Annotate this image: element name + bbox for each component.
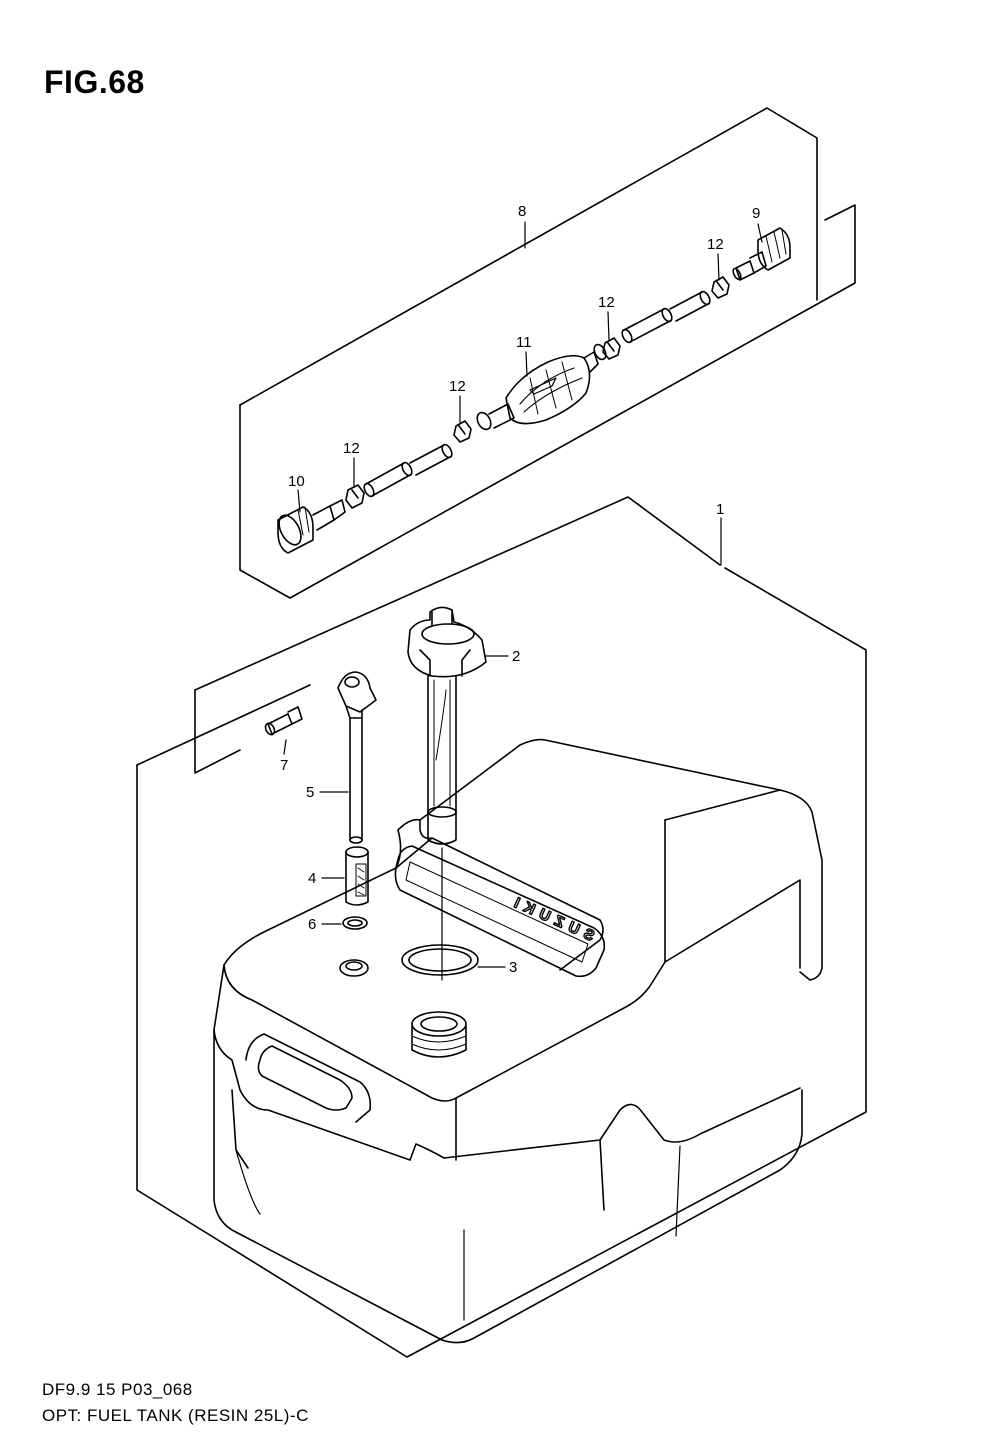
tank-logo-plate	[394, 845, 606, 978]
callout-1: 1	[716, 501, 724, 518]
part-3-gasket	[401, 944, 479, 976]
callout-9: 9	[752, 205, 760, 222]
part-2-fuel-gauge	[407, 606, 487, 981]
callout-12-d: 12	[707, 236, 724, 253]
callout-2: 2	[512, 648, 520, 665]
callout-3: 3	[509, 959, 517, 976]
callout-8: 8	[518, 203, 526, 220]
callout-labels: 8 9 12 12 11 12 12 10 1 2 7 5 4 6 3	[280, 203, 760, 976]
callout-4: 4	[308, 870, 316, 887]
part-12-clamp-3	[602, 337, 621, 360]
hose-segment-lower	[363, 443, 453, 498]
part-4-filter	[345, 846, 369, 906]
tank-logo-text: SUZUKI	[506, 892, 597, 945]
tank-fitting	[339, 959, 369, 977]
part-9-connector	[732, 227, 791, 281]
part-5-pickup-tube	[337, 671, 377, 844]
fuel-line-group-frame	[239, 107, 856, 599]
part-12-clamp-2	[453, 420, 472, 443]
callout-12-a: 12	[343, 440, 360, 457]
part-10-connector	[277, 499, 346, 554]
leader-lines	[283, 221, 763, 968]
callout-6: 6	[308, 916, 316, 933]
callout-5: 5	[306, 784, 314, 801]
tank-fill-neck	[411, 1011, 467, 1058]
part-12-clamp-4	[711, 276, 730, 299]
part-11-primer-bulb	[476, 343, 607, 431]
part-12-clamp-1	[345, 484, 365, 509]
callout-7: 7	[280, 757, 288, 774]
diagram-description: OPT: FUEL TANK (RESIN 25L)-C	[42, 1406, 309, 1425]
callout-12-c: 12	[598, 294, 615, 311]
part-7-vent-screw	[264, 706, 303, 736]
figure-title: FIG.68	[44, 64, 145, 100]
diagram-code: DF9.9 15 P03_068	[42, 1380, 193, 1399]
fuel-tank-group-frame	[136, 496, 867, 1358]
callout-12-b: 12	[449, 378, 466, 395]
hose-segment-upper	[621, 290, 711, 344]
part-6-o-ring	[342, 916, 368, 930]
part-1-fuel-tank	[213, 738, 823, 1344]
callout-11: 11	[516, 334, 532, 351]
callout-10: 10	[288, 473, 305, 490]
